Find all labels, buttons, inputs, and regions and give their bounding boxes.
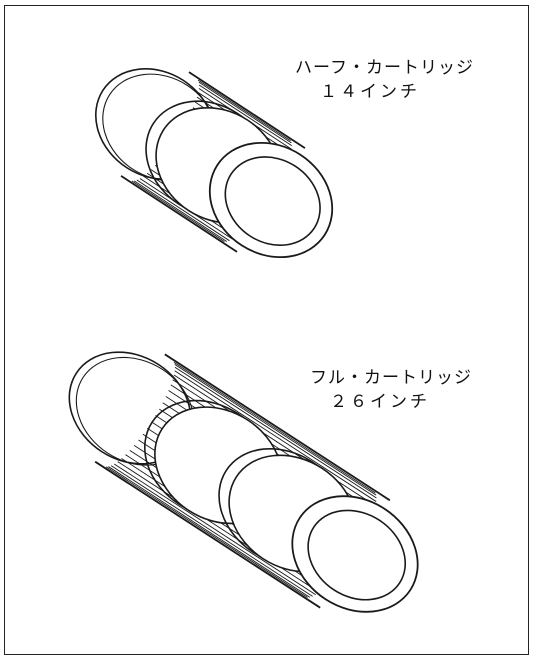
cartridge-illustrations bbox=[68, 68, 419, 613]
body-edge-bottom bbox=[164, 353, 391, 502]
body-edge-bottom bbox=[188, 71, 306, 149]
full-cartridge-size: ２６インチ bbox=[330, 392, 430, 412]
half-cartridge-illustration bbox=[94, 68, 334, 259]
cartridge-opening bbox=[224, 156, 321, 247]
full-cartridge-illustration bbox=[68, 351, 419, 613]
body-edge-top bbox=[120, 175, 238, 253]
diagram-frame: ハーフ・カートリッジ １４インチ フル・カートリッジ ２６インチ bbox=[4, 5, 529, 655]
half-cartridge-title: ハーフ・カートリッジ bbox=[295, 58, 474, 78]
half-cartridge-size: １４インチ bbox=[320, 82, 420, 102]
body-edge-top bbox=[94, 460, 321, 609]
full-cartridge-title: フル・カートリッジ bbox=[310, 368, 472, 388]
cartridge-opening bbox=[307, 509, 407, 601]
